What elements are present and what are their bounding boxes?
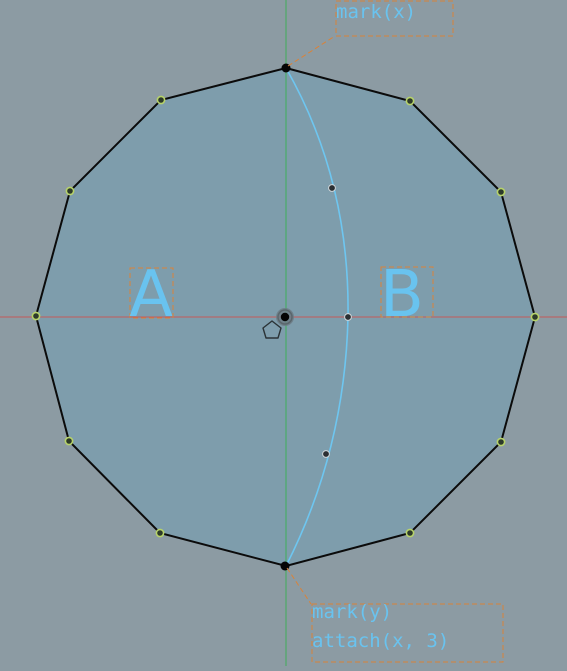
bottom-annotation-leader [286, 567, 312, 605]
origin-point-icon[interactable] [276, 308, 294, 326]
bottom-annotation-line2: attach(x, 3) [312, 630, 449, 652]
bottom-annotation-line1: mark(y) [312, 601, 392, 623]
top-annotation-leader [287, 35, 336, 67]
vertex-marker[interactable] [530, 312, 540, 322]
region-a-label-box [129, 267, 174, 319]
region-a-label: A [129, 258, 173, 332]
vertex-marker[interactable] [156, 95, 166, 105]
pentagon-icon[interactable] [262, 320, 282, 339]
vertex-marker[interactable] [155, 528, 165, 538]
vertex-marker[interactable] [405, 96, 415, 106]
vertex-marker[interactable] [65, 186, 75, 196]
curve-point-upper[interactable] [328, 184, 336, 192]
region-b-label: B [380, 258, 424, 332]
curve-point-lower[interactable] [322, 450, 330, 458]
vertex-marker[interactable] [496, 187, 506, 197]
top-annotation-box[interactable] [335, 0, 454, 37]
vertex-marker[interactable] [31, 311, 41, 321]
vertex-marker[interactable] [496, 437, 506, 447]
vertex-markers [31, 95, 540, 538]
vertex-marker[interactable] [64, 436, 74, 446]
bottom-annotation-box[interactable] [311, 603, 504, 663]
top-annotation-text: mark(x) [336, 1, 416, 23]
region-b-label-box [380, 266, 434, 318]
curve-point-middle[interactable] [344, 313, 352, 321]
vertex-marker[interactable] [405, 528, 415, 538]
